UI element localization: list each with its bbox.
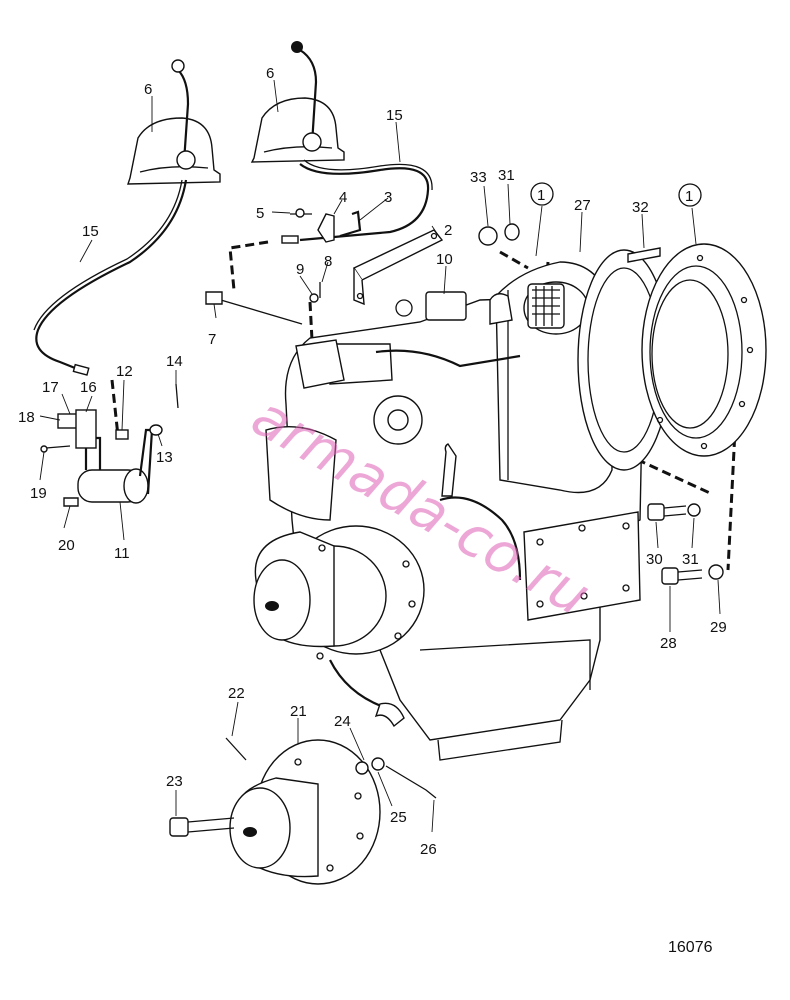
callout-33: 33	[470, 169, 487, 186]
shift-cylinder-assembly	[40, 383, 179, 507]
callout-labels: 1 1 2 3 4 5 6 6 7 8 9 10 11 12 13 14 15 …	[18, 65, 727, 858]
callout-leaders	[39, 79, 721, 833]
callout-10: 10	[436, 251, 453, 268]
callout-14: 14	[166, 353, 183, 370]
oil-cooler-grid	[532, 286, 560, 326]
flywheel-housing-rings	[577, 243, 767, 471]
output-flange-mounted	[253, 525, 425, 660]
callout-17: 17	[42, 379, 59, 396]
control-lever-right	[250, 41, 345, 163]
callout-11: 11	[114, 545, 130, 562]
callout-circle-1a	[530, 182, 554, 206]
callout-22: 22	[228, 685, 245, 702]
callout-23: 23	[166, 773, 183, 790]
control-lever-left	[127, 59, 221, 185]
callout-24: 24	[334, 713, 351, 730]
callout-13: 13	[156, 449, 173, 466]
callout-19: 19	[30, 485, 47, 502]
callout-31: 31	[498, 167, 515, 184]
callout-1: 1	[537, 187, 545, 204]
drawing-number: 16076	[668, 939, 713, 956]
callout-32: 32	[632, 199, 649, 216]
callout-4: 4	[339, 189, 347, 206]
callout-15: 15	[82, 223, 99, 240]
callout-18: 18	[18, 409, 35, 426]
fasteners-right	[478, 223, 724, 585]
callout-15: 15	[386, 107, 403, 124]
callout-31: 31	[682, 551, 699, 568]
callout-16: 16	[80, 379, 97, 396]
pipe-elbow	[374, 702, 405, 728]
callout-3: 3	[384, 189, 392, 206]
callout-29: 29	[710, 619, 727, 636]
callout-2: 2	[444, 222, 452, 239]
callout-6: 6	[144, 81, 152, 98]
callout-27: 27	[574, 197, 591, 214]
callout-8: 8	[324, 253, 332, 270]
callout-5: 5	[256, 205, 264, 222]
callout-7: 7	[208, 331, 216, 348]
linkage-bracket	[205, 208, 444, 325]
callout-12: 12	[116, 363, 133, 380]
callout-30: 30	[646, 551, 663, 568]
callout-25: 25	[390, 809, 407, 826]
output-flange-loose	[169, 737, 437, 885]
callout-21: 21	[290, 703, 307, 720]
callout-20: 20	[58, 537, 75, 554]
callout-9: 9	[296, 261, 304, 278]
callout-1: 1	[685, 188, 693, 205]
callout-28: 28	[660, 635, 677, 652]
callout-6: 6	[266, 65, 274, 82]
callout-26: 26	[420, 841, 437, 858]
control-cable	[33, 159, 433, 376]
callout-circle-1b	[678, 183, 702, 207]
